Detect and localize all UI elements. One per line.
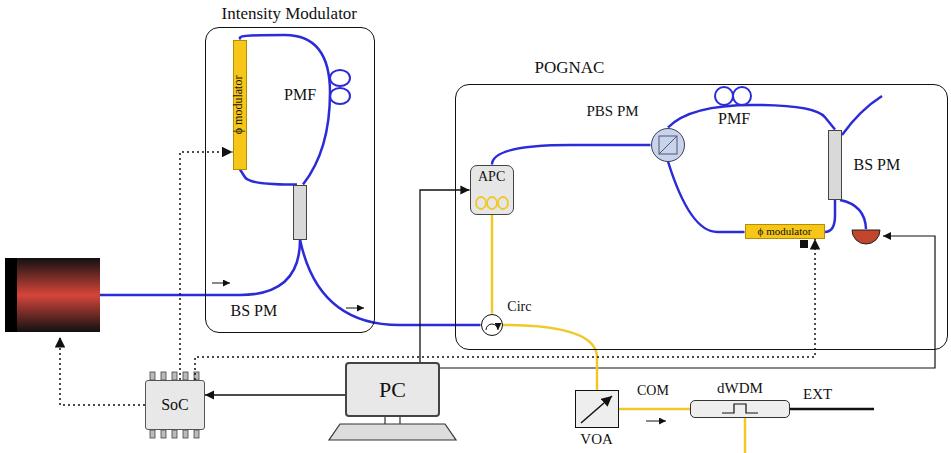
node-label: dWDM	[717, 380, 763, 397]
optical-fiber	[619, 408, 690, 411]
wdm-filter: dWDM	[690, 400, 790, 418]
voa-body	[575, 390, 619, 428]
fiber	[840, 200, 866, 229]
direction-arrow	[646, 421, 666, 422]
laser-source	[5, 258, 100, 332]
photodetector	[852, 230, 880, 244]
module-box: POGNACPBS PMBS PMϕ modulatorAPCCirc	[455, 84, 948, 350]
module-box: Intensity Modulatorϕ modulatorBS PM	[205, 27, 375, 333]
control-wire	[60, 337, 145, 405]
control-wire	[205, 394, 345, 395]
phase-modulator: ϕ modulator	[745, 224, 825, 239]
fiber	[790, 408, 874, 411]
fiber-coil	[476, 197, 508, 209]
node-label: BS PM	[231, 302, 278, 320]
control-wire	[180, 152, 233, 380]
node-label: PBS PM	[587, 103, 639, 120]
pbs-cube	[659, 136, 677, 154]
node-label: Intensity Modulator	[222, 4, 358, 24]
node-label: ϕ modulator	[233, 75, 247, 134]
soc-chip: SoC	[145, 380, 205, 430]
direction-arrow	[212, 283, 230, 284]
fiber	[842, 96, 882, 135]
node-label: VOA	[580, 431, 613, 448]
polarizing-beam-splitter: PBS PM	[651, 128, 685, 162]
optical-fiber	[300, 240, 481, 326]
optical-fiber	[668, 105, 835, 130]
fiber	[744, 418, 747, 453]
part-label: PMF	[284, 86, 316, 104]
pc-keyboard	[329, 417, 456, 440]
optical-fiber	[240, 170, 297, 185]
fiber	[100, 240, 300, 295]
part-label: COM	[637, 383, 669, 399]
node-label: Circ	[507, 299, 531, 315]
optical-fiber	[492, 145, 651, 165]
part-label: PMF	[718, 110, 750, 128]
optical-fiber	[240, 35, 330, 185]
node-label: BS PM	[854, 156, 901, 174]
phase-electrode	[800, 240, 808, 248]
node-label: PC	[379, 377, 406, 402]
optical-fiber	[668, 162, 745, 233]
dwdm-body	[690, 400, 790, 418]
phase-modulator: ϕ modulator	[233, 40, 247, 170]
apc-body	[470, 165, 514, 215]
circulator-arrow	[486, 324, 498, 330]
control-wire	[195, 239, 815, 380]
pc-monitor: PC	[345, 362, 440, 417]
circulator: Circ	[481, 314, 503, 336]
optical-fiber	[491, 215, 494, 314]
direction-arrow	[346, 308, 364, 309]
beam-splitter: BS PM	[828, 130, 842, 200]
node-label: ϕ modulator	[758, 225, 812, 238]
pbs-cube	[651, 128, 685, 162]
node-label: POGNAC	[535, 58, 605, 78]
optical-fiber	[825, 200, 836, 233]
control-wire	[420, 190, 470, 362]
part-label: EXT	[803, 386, 832, 403]
polarization-controller: APC	[470, 165, 514, 215]
voa-arrow	[581, 396, 612, 423]
attenuator-box: VOA	[575, 390, 619, 428]
beam-splitter: BS PM	[293, 185, 307, 240]
node-label: APC	[478, 169, 505, 185]
pbs-cube	[659, 136, 677, 154]
passband-symbol	[722, 404, 758, 413]
circulator-body	[481, 314, 503, 336]
node-label: SoC	[161, 396, 189, 414]
control-wire	[440, 236, 935, 368]
